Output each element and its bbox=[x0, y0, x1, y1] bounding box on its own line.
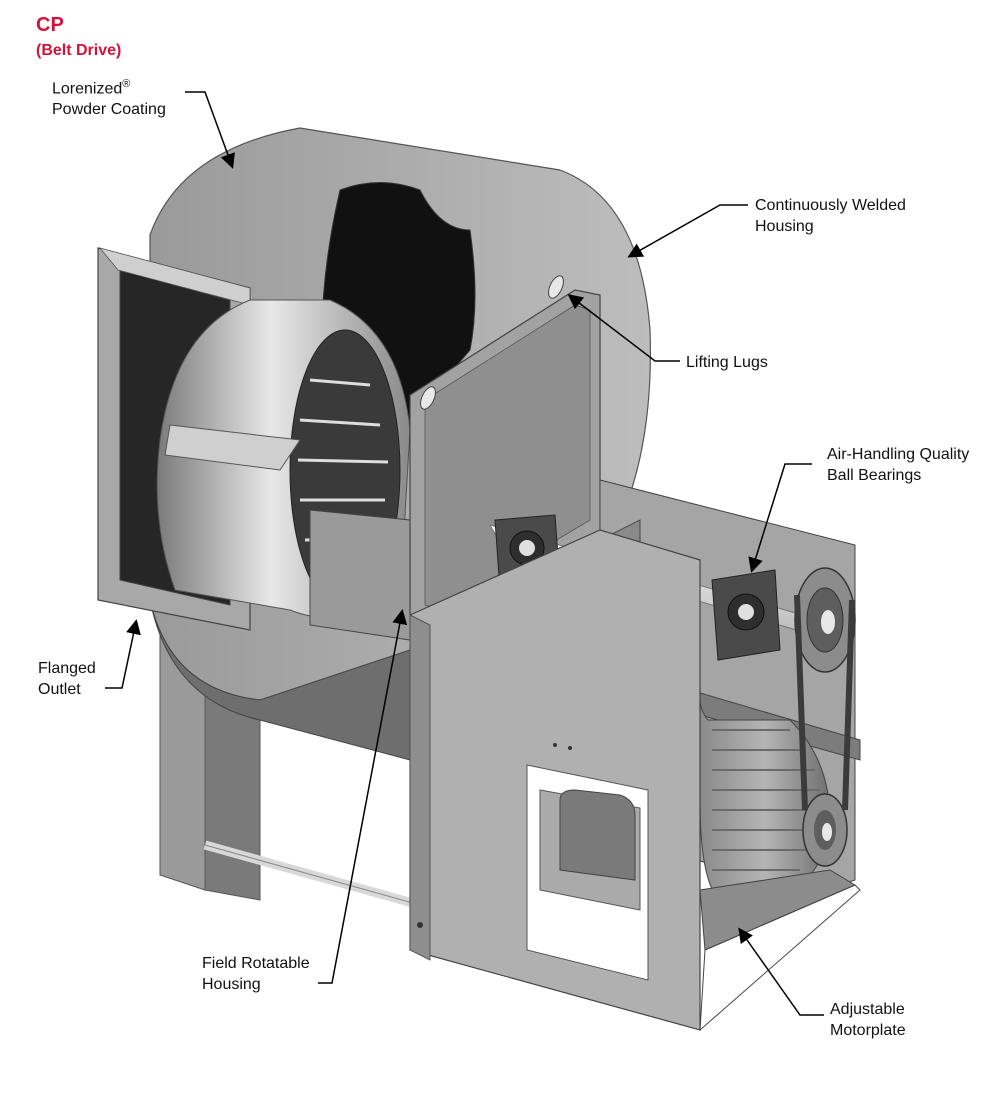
leader-rotatable bbox=[318, 609, 408, 984]
callout-motorplate-line1: Adjustable bbox=[830, 1001, 905, 1018]
callout-field-rotatable-housing: Field Rotatable Housing bbox=[202, 953, 310, 995]
callout-powder-coating-line1: Lorenized bbox=[52, 80, 123, 98]
belt-guard-panel bbox=[409, 529, 701, 1031]
leader-motorplate bbox=[738, 927, 824, 1016]
callout-welded-housing-line1: Continuously Welded bbox=[755, 197, 906, 214]
leader-lugs bbox=[567, 294, 680, 362]
callout-motorplate-line2: Motorplate bbox=[830, 1022, 906, 1039]
callout-ball-bearings-line1: Air-Handling Quality bbox=[827, 446, 970, 463]
callout-leaders bbox=[105, 91, 824, 1016]
fan-wheel bbox=[156, 299, 411, 641]
drive-subtitle: (Belt Drive) bbox=[36, 42, 122, 59]
callout-ball-bearings: Air-Handling Quality Ball Bearings bbox=[827, 444, 969, 486]
callout-welded-housing-line2: Housing bbox=[755, 218, 814, 235]
callout-flanged-outlet: Flanged Outlet bbox=[38, 658, 96, 700]
callout-field-rotatable-line2: Housing bbox=[202, 976, 261, 993]
callout-powder-coating: Lorenized® Powder Coating bbox=[52, 74, 166, 120]
callout-lifting-lugs: Lifting Lugs bbox=[686, 352, 768, 373]
callout-powder-coating-line2: Powder Coating bbox=[52, 101, 166, 119]
registered-mark: ® bbox=[122, 78, 131, 90]
callout-lifting-lugs-line1: Lifting Lugs bbox=[686, 354, 768, 371]
model-title: CP bbox=[36, 14, 64, 36]
leader-bearings bbox=[748, 463, 812, 573]
leader-outlet bbox=[105, 619, 141, 689]
callout-flanged-outlet-line2: Outlet bbox=[38, 681, 81, 698]
callout-flanged-outlet-line1: Flanged bbox=[38, 660, 96, 677]
lifting-lugs bbox=[420, 275, 564, 410]
callout-field-rotatable-line1: Field Rotatable bbox=[202, 955, 310, 972]
pulleys-and-belt bbox=[794, 567, 856, 867]
callout-ball-bearings-line2: Ball Bearings bbox=[827, 467, 922, 484]
leader-coating bbox=[185, 91, 235, 169]
leader-welded bbox=[627, 204, 748, 258]
callout-adjustable-motorplate: Adjustable Motorplate bbox=[830, 999, 906, 1041]
callout-welded-housing: Continuously Welded Housing bbox=[755, 195, 906, 237]
